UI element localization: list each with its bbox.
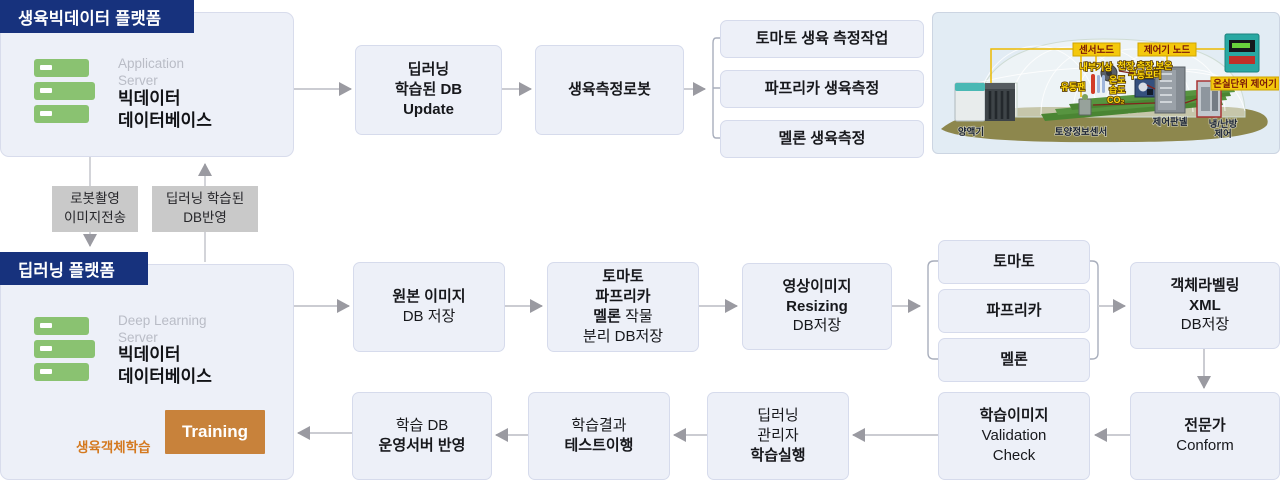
label-robot-image-upload: 로봇촬영 이미지전송 [52,186,138,232]
training-note: 생육객체학습 [76,440,151,455]
control-panel-cabinet [1154,66,1186,114]
box-training-exec: 딥러닝 관리자 학습실행 [707,392,849,480]
photo-label-temp: 온도 [1109,75,1126,85]
growth-platform-badge: 생육빅데이터 플랫폼 [0,0,194,33]
box-task-tomato: 토마토 생육 측정작업 [720,20,924,58]
box-expert-conform: 전문가 Conform [1130,392,1280,480]
deep-learning-platform-badge: 딥러닝 플랫폼 [0,252,148,285]
sensor-lines [990,48,1225,97]
label-trained-db-apply: 딥러닝 학습된 DB반영 [152,186,258,232]
photo-label-co2: CO₂ [1107,95,1125,105]
photo-label-controller-node: 제어기 노드 [1144,44,1191,56]
deep-learning-platform-badge-label: 딥러닝 플랫폼 [18,261,116,280]
box-test-run: 학습결과 테스트이행 [528,392,670,480]
growth-server-type: Application Server [118,56,185,89]
box-original-image-db: 원본 이미지 DB 저장 [353,262,505,352]
photo-label-panel: 제어판넬 [1153,116,1188,128]
box-fruit-melon: 멜론 [938,338,1090,382]
box-object-labeling-xml: 객체라벨링 XML DB저장 [1130,262,1280,349]
training-step: Training [165,410,265,454]
photo-label-motor-1: 천장.측장.보온 [1118,60,1173,71]
growth-server-title: 빅데이터 데이터베이스 [118,89,212,131]
box-growth-robot: 생육측정로봇 [535,45,684,135]
motor-inset [1134,78,1156,98]
greenhouse-photo: 센서노드 제어기 노드 온실단위 제어기 내부기상 천장.측장.보온 구동모터 … [932,12,1280,154]
unit-controller-device [1224,33,1260,73]
photo-label-indoor-weather: 내부기상 [1079,61,1113,72]
box-validation-check: 학습이미지 Validation Check [938,392,1090,480]
box-db-deploy: 학습 DB 운영서버 반영 [352,392,492,480]
photo-label-motor-2: 구동모터 [1128,69,1161,80]
deep-server-type: Deep Learning Server [118,313,207,346]
box-image-resizing-db: 영상이미지 Resizing DB저장 [742,263,892,350]
photo-label-unit-controller: 온실단위 제어기 [1213,78,1277,90]
box-task-paprika: 파프리카 생육측정 [720,70,924,108]
photo-label-fan: 유동팬 [1061,81,1086,92]
photo-label-soil-sensor: 토양정보센서 [1055,126,1107,138]
photo-label-hvac-1: 냉/난방 [1209,118,1238,130]
box-crop-separate-db: 토마토 파프리카 멜론 작물 분리 DB저장 [547,262,699,352]
deep-server-title: 빅데이터 데이터베이스 [118,345,212,387]
photo-label-hvac-2: 제어 [1214,128,1231,140]
photo-label-humidity: 습도 [1109,84,1126,95]
soil-sensor-device [1078,94,1092,116]
box-fruit-tomato: 토마토 [938,240,1090,284]
box-fruit-paprika: 파프리카 [938,289,1090,333]
server-stack-icon [34,317,95,381]
growth-platform-badge-label: 생육빅데이터 플랫폼 [18,9,162,28]
nutrient-machine [954,82,1015,122]
thermometer-icons [1091,74,1105,94]
photo-tags: 센서노드 제어기 노드 온실단위 제어기 [1072,42,1279,91]
photo-label-nutrient: 양액기 [958,126,984,138]
box-trained-db-update: 딥러닝 학습된 DB Update [355,45,502,135]
greenhouse-illustration: 센서노드 제어기 노드 온실단위 제어기 내부기상 천장.측장.보온 구동모터 … [941,33,1279,143]
photo-label-sensor-node: 센서노드 [1079,44,1114,56]
box-task-melon: 멜론 생육측정 [720,120,924,158]
server-stack-icon [34,59,95,123]
control-lines [1092,70,1198,106]
